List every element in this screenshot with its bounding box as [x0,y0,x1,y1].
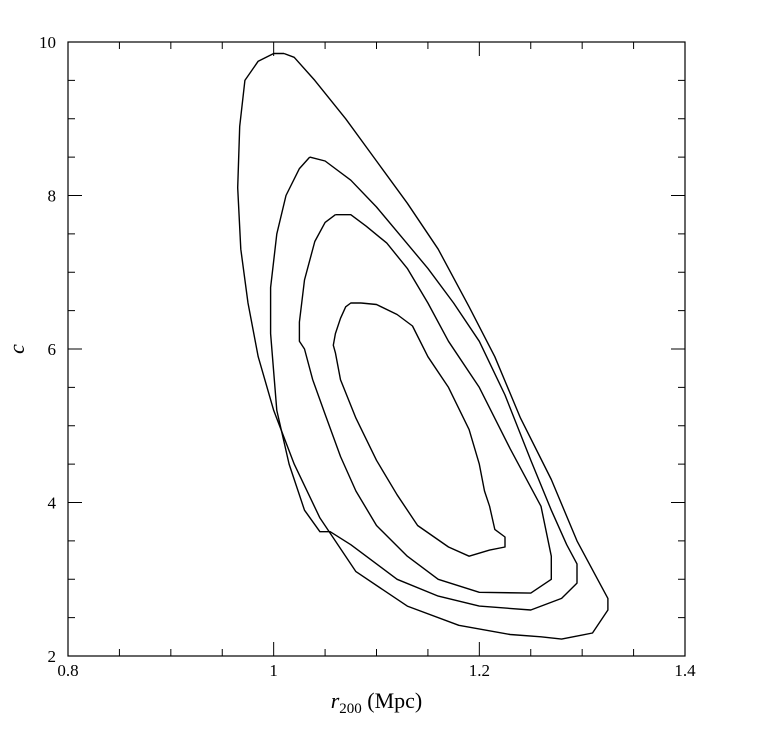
y-axis-label: c [4,344,29,354]
y-tick-label: 6 [48,340,57,359]
x-tick-label: 1 [269,661,278,680]
y-tick-label: 8 [48,187,57,206]
contour-line-3 [269,156,578,611]
y-tick-label: 10 [39,33,56,52]
contour-line-4 [236,52,609,640]
x-axis-unit: (Mpc) [367,688,422,713]
axis-ticks [67,41,686,657]
x-tick-label: 1.4 [674,661,696,680]
x-axis-label: r200 (Mpc) [331,688,423,717]
contour-line-1 [332,302,506,557]
x-tick-label: 1.2 [469,661,490,680]
x-axis-symbol: r [331,688,340,713]
plot-frame [67,41,686,657]
y-tick-label: 4 [48,494,57,513]
tick-labels: 0.8 1 1.2 1.4 2 4 6 8 10 [39,33,696,680]
y-tick-label: 2 [48,647,57,666]
confidence-contours [236,52,609,640]
x-axis-subscript: 200 [339,701,362,717]
contour-line-2 [298,213,552,594]
x-tick-label: 0.8 [57,661,78,680]
